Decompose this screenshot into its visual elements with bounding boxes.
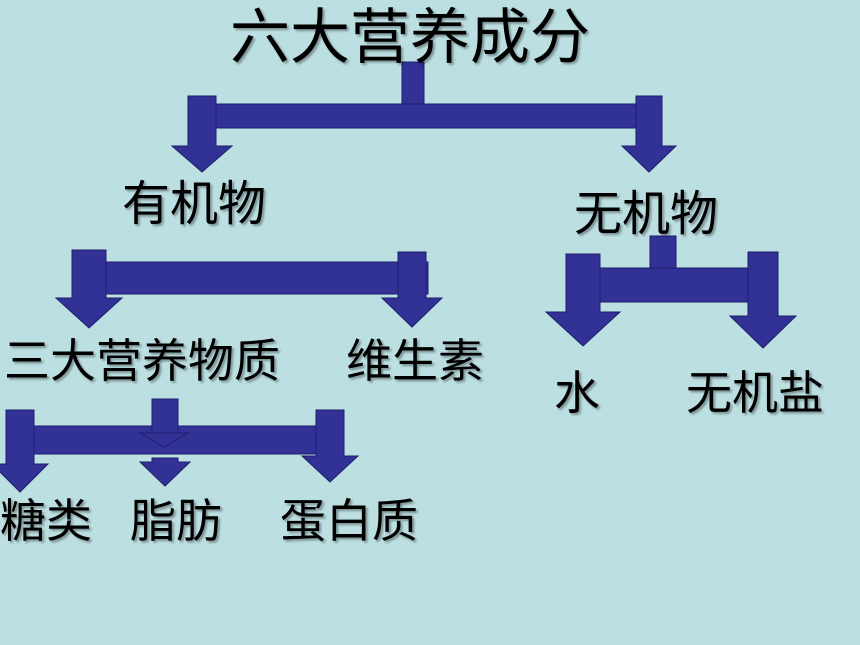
fats-small-arrowhead [138, 432, 190, 448]
arrow-to-proteins [300, 409, 360, 483]
arrow-to-vitamins [380, 251, 444, 328]
node-inorganic: 无机物 [574, 186, 719, 242]
arrow-to-macronutrients [54, 249, 124, 329]
level1-bar [191, 103, 663, 129]
level2-left-bar [77, 261, 429, 295]
node-organic: 有机物 [122, 176, 267, 232]
node-vitamins: 维生素 [346, 334, 484, 388]
node-macronutrients: 三大营养物质 [4, 334, 280, 388]
diagram-title: 六大营养成分 [230, 3, 590, 73]
node-water: 水 [554, 366, 600, 420]
node-minerals: 无机盐 [686, 366, 824, 420]
node-carbohydrates: 糖类 [0, 494, 92, 548]
arrow-to-carbohydrates [0, 409, 50, 493]
arrow-to-organic [170, 95, 234, 173]
arrow-to-inorganic [620, 95, 678, 173]
arrow-to-minerals [728, 251, 798, 349]
arrow-to-fats [138, 457, 192, 487]
node-proteins: 蛋白质 [280, 494, 418, 548]
arrow-to-water [544, 253, 622, 347]
node-fats: 脂肪 [130, 494, 222, 548]
